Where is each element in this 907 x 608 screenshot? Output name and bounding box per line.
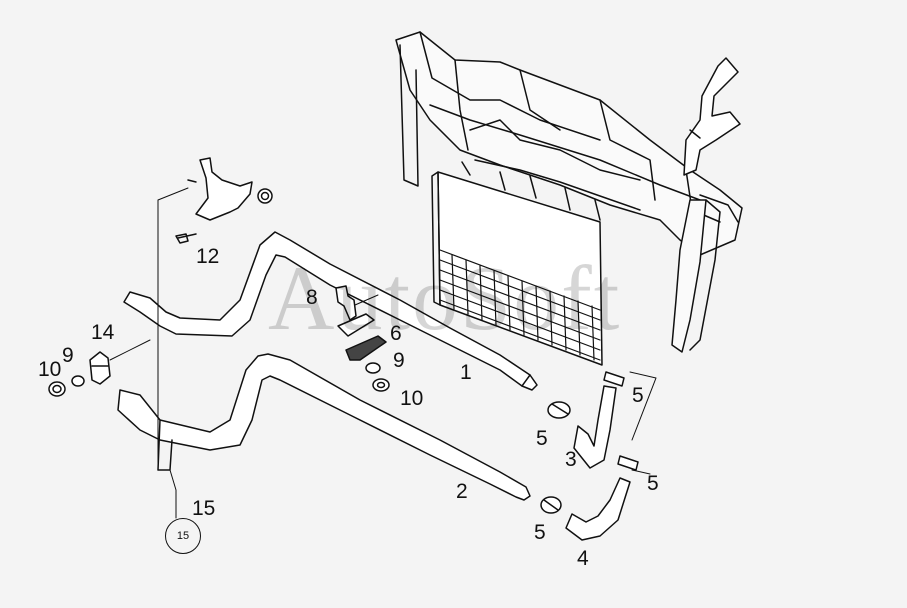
callout-9-center: 9 (393, 349, 405, 372)
leader-lines (109, 187, 657, 519)
clamp-5-right-bottom (617, 455, 639, 471)
nut-washer-left (48, 375, 85, 397)
callout-5-right-bottom: 5 (647, 472, 659, 495)
callout-8: 8 (306, 286, 318, 309)
pipe-2 (117, 353, 531, 501)
callout-4: 4 (577, 547, 589, 570)
hose-1 (123, 231, 538, 391)
callout-14: 14 (91, 321, 115, 344)
callout-6: 6 (390, 322, 402, 345)
bracket-12 (175, 157, 273, 244)
bracket-14 (89, 351, 111, 385)
clamp-5-right-top (603, 371, 625, 387)
callout-10-center: 10 (400, 387, 424, 410)
callout-2: 2 (456, 480, 468, 503)
clamp-5-lower (540, 496, 562, 514)
callout-12: 12 (196, 245, 220, 268)
watermark: AutoSoft (268, 247, 622, 349)
callout-15: 15 (192, 497, 216, 520)
clamp-5-upper (547, 401, 571, 419)
callout-3: 3 (565, 448, 577, 471)
hose-3 (573, 385, 617, 469)
callout-10-left: 10 (38, 358, 62, 381)
callout-9-left: 9 (62, 344, 74, 367)
fastener-stack (335, 285, 390, 392)
callout-5-right-top: 5 (632, 384, 644, 407)
reference-circle-15: 15 (165, 518, 201, 554)
callout-5-lower: 5 (534, 521, 546, 544)
callout-5-upper: 5 (536, 427, 548, 450)
radiator-assembly (395, 31, 743, 366)
callout-1: 1 (460, 361, 472, 384)
hose-4 (565, 477, 631, 541)
